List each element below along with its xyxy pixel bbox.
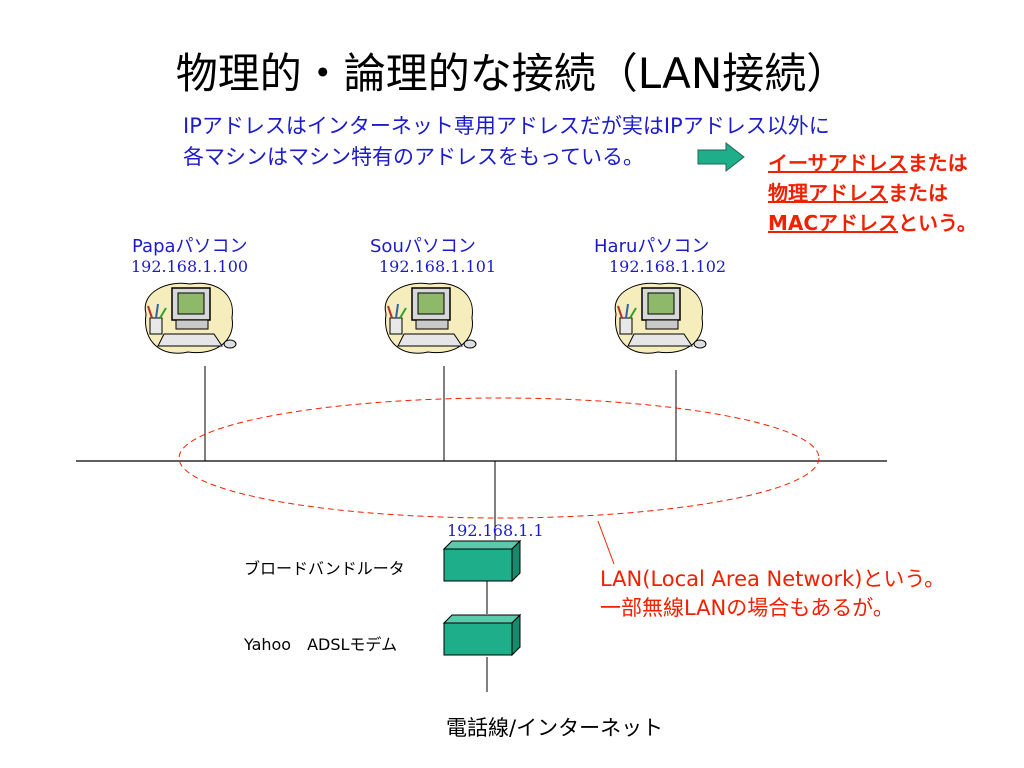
explanation-line-2: 各マシンはマシン特有のアドレスをもっている。	[183, 145, 644, 169]
lan-boundary-ellipse	[178, 397, 820, 519]
slide-title: 物理的・論理的な接続（LAN接続）	[175, 49, 849, 98]
lan-note-line-1: LAN(Local Area Network)という。	[600, 567, 946, 591]
pc-ip-sou: 192.168.1.101	[379, 257, 497, 276]
modem-label: Yahoo ADSLモデム	[244, 635, 398, 654]
lan-note: LAN(Local Area Network)という。 一部無線LANの場合もあ…	[600, 565, 945, 623]
pc-name-haru: Haruパソコン	[594, 236, 710, 257]
mac-note-or-1: または	[907, 151, 968, 175]
computer-icon	[614, 282, 707, 354]
explanation-text: IPアドレスはインターネット専用アドレスだが実はIPアドレス以外に 各マシンはマ…	[183, 111, 830, 173]
mac-address-term: MACアドレス	[768, 211, 899, 235]
phone-line-label: 電話線/インターネット	[446, 716, 664, 740]
computer-icon	[384, 282, 477, 354]
pc-name-sou: Souパソコン	[370, 236, 476, 257]
lan-callout-line	[597, 520, 615, 565]
router-ip: 192.168.1.1	[447, 521, 544, 540]
explanation-line-1: IPアドレスはインターネット専用アドレスだが実はIPアドレス以外に	[183, 114, 830, 138]
lan-note-line-2: 一部無線LANの場合もあるが。	[600, 596, 894, 620]
pc-ip-papa: 192.168.1.100	[131, 257, 249, 276]
physical-address-term: 物理アドレス	[768, 181, 888, 205]
mac-note-or-2: または	[888, 181, 948, 205]
mac-address-note: イーサアドレスまたは 物理アドレスまたは MACアドレスという。	[768, 148, 977, 238]
router-label: ブロードバンドルータ	[244, 559, 405, 578]
computer-icon	[144, 282, 237, 354]
right-arrow-icon	[697, 141, 745, 173]
ether-address-term: イーサアドレス	[768, 151, 908, 175]
modem-box-icon	[442, 613, 522, 657]
router-box-icon	[442, 539, 522, 583]
pc-ip-haru: 192.168.1.102	[609, 257, 727, 276]
mac-note-end: という。	[898, 211, 977, 235]
pc-name-papa: Papaパソコン	[132, 236, 248, 257]
